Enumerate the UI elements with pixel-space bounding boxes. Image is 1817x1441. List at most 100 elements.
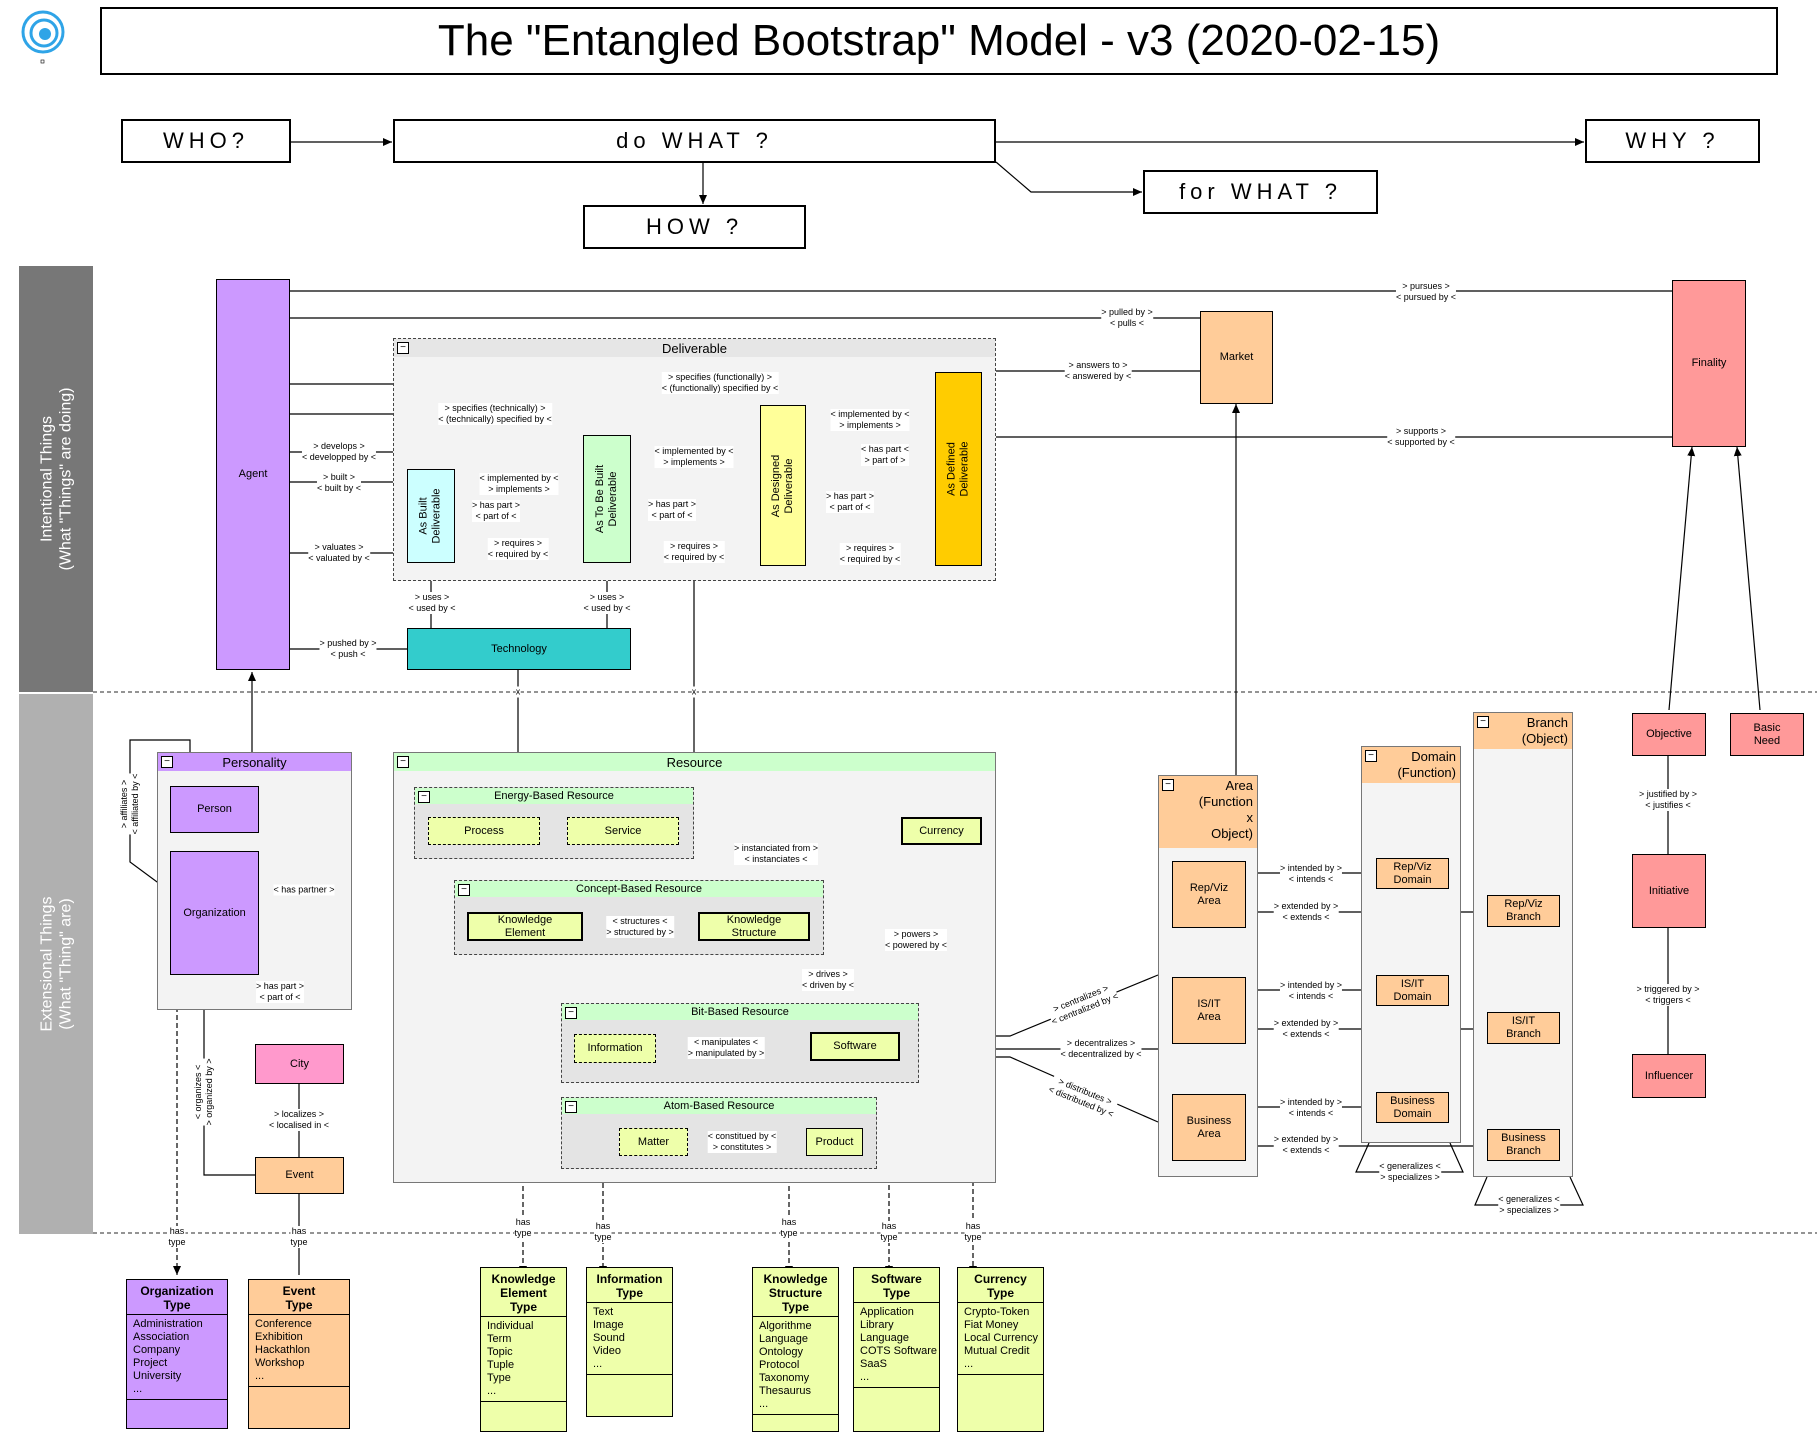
rel-extended2: > extended by > < extends < <box>1273 1018 1339 1040</box>
business-area-node: Business Area <box>1172 1094 1246 1161</box>
type-title: Knowledge Element Type <box>481 1268 566 1317</box>
service-node: Service <box>567 817 679 845</box>
type-item: Sound <box>593 1332 625 1344</box>
type-item: Video <box>593 1345 621 1357</box>
knowledge-element-node: Knowledge Element <box>467 912 583 941</box>
type-item: Fiat Money <box>964 1319 1019 1331</box>
rel-answers: > answers to > < answered by < <box>1064 360 1132 382</box>
type-box-event: Event Type Conference Exhibition Hackath… <box>248 1279 350 1429</box>
rel-manipulates: < manipulates < > manipulated by > <box>687 1037 765 1059</box>
type-item: Topic <box>487 1346 513 1358</box>
type-item: Hackathlon <box>255 1344 311 1356</box>
event-node: Event <box>255 1157 344 1194</box>
isit-domain-node: IS/IT Domain <box>1376 975 1449 1006</box>
type-item: Exhibition <box>255 1331 303 1343</box>
type-item: Association <box>133 1331 190 1343</box>
as-built-node: As Built Deliverable <box>407 469 455 563</box>
rel-haspart2: > has part > < part of < <box>647 499 697 521</box>
business-domain-node: Business Domain <box>1376 1092 1449 1123</box>
rel-has-type-info: has type <box>594 1221 612 1243</box>
rel-has-type-ks: has type <box>780 1217 798 1239</box>
type-box-currency: Currency Type Crypto-Token Fiat Money Lo… <box>957 1267 1044 1432</box>
rel-uses1: > uses > < used by < <box>408 592 456 614</box>
type-item: ... <box>593 1358 603 1370</box>
information-node: Information <box>574 1034 656 1063</box>
type-item: ... <box>860 1371 870 1383</box>
collapse-icon[interactable]: − <box>397 756 409 768</box>
rel-powers: > powers > < powered by < <box>884 929 948 951</box>
type-item: Type <box>487 1372 511 1384</box>
person-node: Person <box>170 786 259 833</box>
isit-branch-node: IS/IT Branch <box>1487 1012 1560 1044</box>
rel-specifies-tech: > specifies (technically) > < (technical… <box>438 403 552 425</box>
area-header: Area (Function x Object) <box>1159 776 1257 848</box>
type-item: Taxonomy <box>759 1372 810 1384</box>
type-item: Term <box>487 1333 512 1345</box>
rel-haspart3: > has part > < part of < <box>825 491 875 513</box>
type-item: SaaS <box>860 1358 887 1370</box>
rel-pushed: > pushed by > < push < <box>319 638 377 660</box>
rel-generalizes2: < generalizes < > specializes > <box>1498 1194 1560 1216</box>
currency-node: Currency <box>901 817 982 845</box>
collapse-icon[interactable]: − <box>1365 750 1377 762</box>
deliverable-header: Deliverable <box>394 339 995 357</box>
rel-req3: > requires > < required by < <box>839 543 901 565</box>
rel-uses2: > uses > < used by < <box>583 592 631 614</box>
type-item: Language <box>759 1333 808 1345</box>
type-item: ... <box>759 1398 769 1410</box>
collapse-icon[interactable]: − <box>161 756 173 768</box>
type-item: Application <box>860 1306 914 1318</box>
type-box-knowledge-structure: Knowledge Structure Type Algorithme Lang… <box>752 1267 839 1432</box>
collapse-icon[interactable]: − <box>397 342 409 354</box>
organization-node: Organization <box>170 851 259 975</box>
rel-haspart1: > has part > < part of < <box>471 500 521 522</box>
atom-based-header: Atom-Based Resource <box>562 1098 876 1114</box>
isit-area-node: IS/IT Area <box>1172 977 1246 1044</box>
bit-based-header: Bit-Based Resource <box>562 1004 918 1020</box>
rel-constitued: < constitued by < > constitutes > <box>707 1131 777 1153</box>
branch-header: Branch (Object) <box>1474 713 1572 749</box>
product-node: Product <box>806 1128 863 1156</box>
city-node: City <box>255 1044 344 1084</box>
as-to-be-built-node: As To Be Built Deliverable <box>583 435 631 563</box>
repviz-domain-node: Rep/Viz Domain <box>1376 858 1449 889</box>
type-title: Information Type <box>587 1268 672 1303</box>
matter-node: Matter <box>619 1128 688 1156</box>
rel-pursues: > pursues > < pursued by < <box>1395 281 1457 303</box>
rel-req1: > requires > < required by < <box>487 538 549 560</box>
rel-drives: > drives > < driven by < <box>801 969 855 991</box>
spiral-logo-icon <box>21 10 65 64</box>
type-item: Language <box>860 1332 909 1344</box>
rel-valuates: > valuates > < valuated by < <box>308 542 370 564</box>
collapse-icon[interactable]: − <box>1162 779 1174 791</box>
rel-pulled: > pulled by > < pulls < <box>1101 307 1153 329</box>
type-item: Mutual Credit <box>964 1345 1030 1357</box>
collapse-icon[interactable]: − <box>458 884 470 896</box>
agent-node: Agent <box>216 279 290 670</box>
rel-extended1: > extended by > < extends < <box>1273 901 1339 923</box>
rel-decentralizes: > decentralizes > < decentralized by < <box>1060 1038 1142 1060</box>
type-item: ... <box>255 1370 265 1382</box>
market-node: Market <box>1200 311 1273 404</box>
type-box-knowledge-element: Knowledge Element Type Individual Term T… <box>480 1267 567 1432</box>
rel-instanciated: > instanciated from > < instanciates < <box>733 843 819 865</box>
process-node: Process <box>428 817 540 845</box>
type-item: COTS Software <box>860 1345 938 1357</box>
type-item: Library <box>860 1319 894 1331</box>
collapse-icon[interactable]: − <box>418 791 430 803</box>
type-item: Tuple <box>487 1359 515 1371</box>
what-box: do WHAT ? <box>393 119 996 163</box>
type-box-software: Software Type Application Library Langua… <box>853 1267 940 1432</box>
collapse-icon[interactable]: − <box>1477 716 1489 728</box>
type-item: ... <box>487 1385 497 1397</box>
collapse-icon[interactable]: − <box>565 1007 577 1019</box>
extensional-band: Extensional Things (What "Thing" are) <box>19 694 93 1234</box>
type-item: University <box>133 1370 182 1382</box>
rel-impl3: < implemented by < > implements > <box>830 409 910 431</box>
type-item: Company <box>133 1344 181 1356</box>
technology-node: Technology <box>407 628 631 670</box>
collapse-icon[interactable]: − <box>565 1101 577 1113</box>
domain-header: Domain (Function) <box>1362 747 1460 783</box>
software-node: Software <box>810 1032 900 1061</box>
